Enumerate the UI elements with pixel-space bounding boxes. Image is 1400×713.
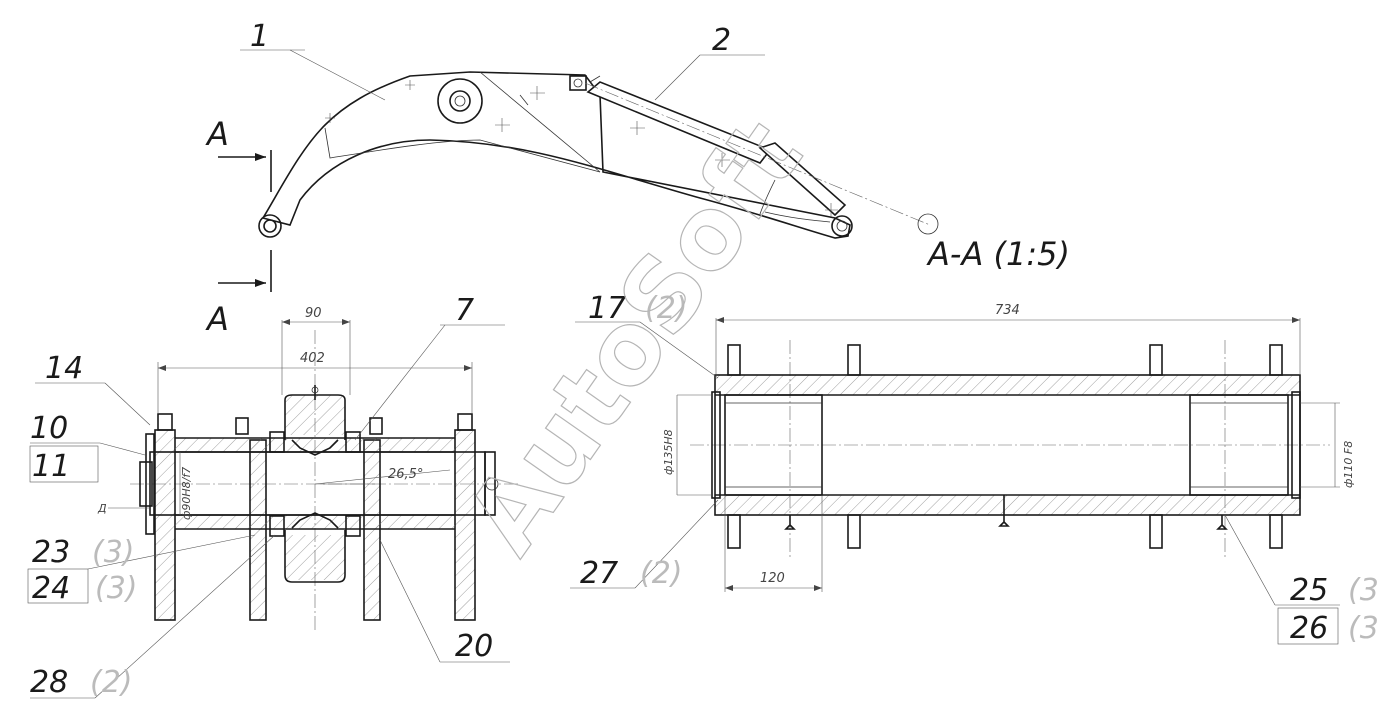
- leader-lines: [27, 49, 1340, 699]
- dim-angle: 26,5°: [388, 467, 423, 482]
- callout-17-qty: (2): [645, 291, 688, 326]
- callout-14: 14: [45, 351, 83, 386]
- callout-25-qty: (3: [1348, 573, 1379, 608]
- boom-tip-pin: [831, 215, 853, 237]
- section-a-a-view: 90 402 26,5° ф90Н8/f7 Д: [97, 306, 520, 630]
- callout-28-qty: (2): [90, 665, 133, 700]
- callout-27: 27: [580, 556, 618, 591]
- callout-27-qty: (2): [640, 556, 683, 591]
- section-mark-top: A: [205, 115, 229, 153]
- dim-402: 402: [300, 351, 325, 366]
- callout-23: 23: [32, 535, 70, 570]
- left-bushing: [724, 394, 823, 496]
- callout-24-qty: (3): [95, 571, 138, 606]
- callout-2: 2: [712, 23, 731, 58]
- section-line-a-a: [218, 150, 272, 292]
- boom-body: [261, 71, 851, 239]
- boom-root-pin: [258, 214, 282, 238]
- bushing-section-view: 734 120 ф135Н8 ф110 F8: [662, 303, 1355, 592]
- dim-left-fit: ф90Н8/f7: [180, 467, 193, 520]
- callout-23-qty: (3): [92, 535, 135, 570]
- callout-1: 1: [250, 19, 269, 54]
- callout-24: 24: [32, 571, 70, 606]
- callout-17: 17: [588, 291, 626, 326]
- callout-11: 11: [32, 449, 70, 484]
- hydraulic-cylinder: [584, 75, 939, 235]
- dim-bore-135: ф135Н8: [662, 429, 675, 475]
- callout-7: 7: [455, 293, 474, 328]
- dim-bore-110: ф110 F8: [1342, 441, 1355, 488]
- boom-middle-pivot: [437, 78, 483, 124]
- callout-26: 26: [1290, 611, 1328, 646]
- callout-10: 10: [30, 411, 68, 446]
- callouts: 1 2 7 14 10 11 17 (2) 23 (3) 24 (3) 20 2…: [30, 19, 1379, 700]
- boom-assembly-view: [218, 71, 939, 292]
- section-mark-bottom: A: [205, 300, 229, 338]
- dim-734: 734: [995, 303, 1020, 318]
- callout-20: 20: [455, 629, 493, 664]
- callout-26-qty: (3: [1348, 611, 1379, 646]
- right-bushing: [1189, 394, 1289, 496]
- section-title: A-A (1:5): [926, 235, 1070, 273]
- callout-28: 28: [30, 665, 68, 700]
- dim-small-a: Д: [97, 502, 107, 515]
- dim-90: 90: [305, 306, 322, 321]
- dim-120: 120: [760, 571, 785, 586]
- callout-25: 25: [1290, 573, 1328, 608]
